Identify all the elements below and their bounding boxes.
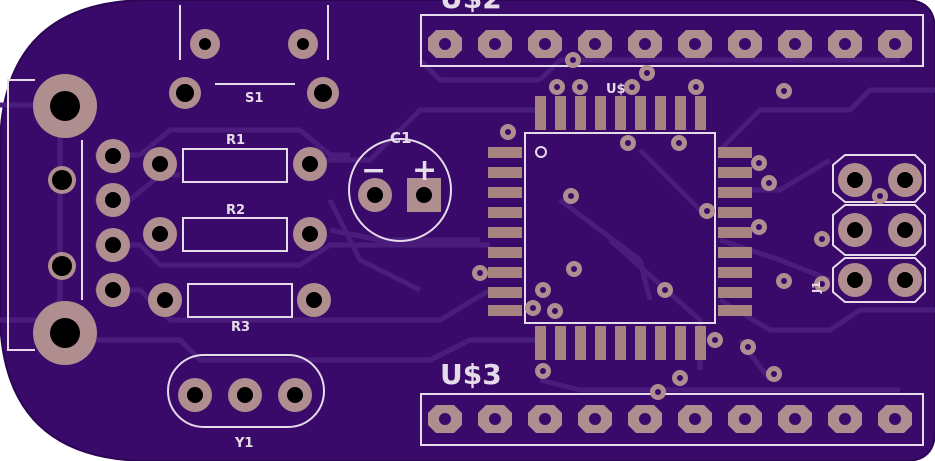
- mcu-pads: [488, 96, 752, 360]
- pin-pad: [478, 405, 512, 433]
- label-r1: R1: [226, 133, 245, 148]
- pin-pad: [478, 30, 512, 58]
- label-mcu: U$: [606, 82, 626, 97]
- pin-pad: [628, 30, 662, 58]
- pin-pad: [728, 405, 762, 433]
- label-capacitor: C1: [390, 129, 411, 147]
- label-r2: R2: [226, 203, 245, 218]
- label-crystal: Y1: [234, 436, 253, 451]
- pin-pad: [878, 405, 912, 433]
- pin-pad: [778, 30, 812, 58]
- label-jumper: J1: [810, 281, 823, 294]
- pin-pad: [428, 30, 462, 58]
- via-holes: [477, 57, 883, 395]
- label-header-top: U$2: [440, 0, 502, 15]
- pin-pad: [828, 30, 862, 58]
- pin-pad: [878, 30, 912, 58]
- label-header-bottom: U$3: [440, 358, 502, 391]
- silkscreen-outlines: [7, 5, 926, 446]
- pin-pad: [678, 405, 712, 433]
- pin-pad: [578, 405, 612, 433]
- header-top-pins: [428, 30, 912, 58]
- pin-pad: [578, 30, 612, 58]
- label-cap-minus: −: [361, 153, 386, 188]
- pin-pad: [728, 30, 762, 58]
- header-bottom-pins: [428, 405, 912, 433]
- pin-pad: [778, 405, 812, 433]
- pin-pad: [628, 405, 662, 433]
- label-cap-plus: +: [412, 153, 437, 188]
- drill-holes: [50, 38, 913, 403]
- pin-pad: [678, 30, 712, 58]
- pin-pad: [528, 405, 562, 433]
- pin-pad: [528, 30, 562, 58]
- pin-pad: [828, 405, 862, 433]
- label-switch: S1: [245, 91, 263, 106]
- label-r3: R3: [231, 320, 250, 335]
- pin-pad: [428, 405, 462, 433]
